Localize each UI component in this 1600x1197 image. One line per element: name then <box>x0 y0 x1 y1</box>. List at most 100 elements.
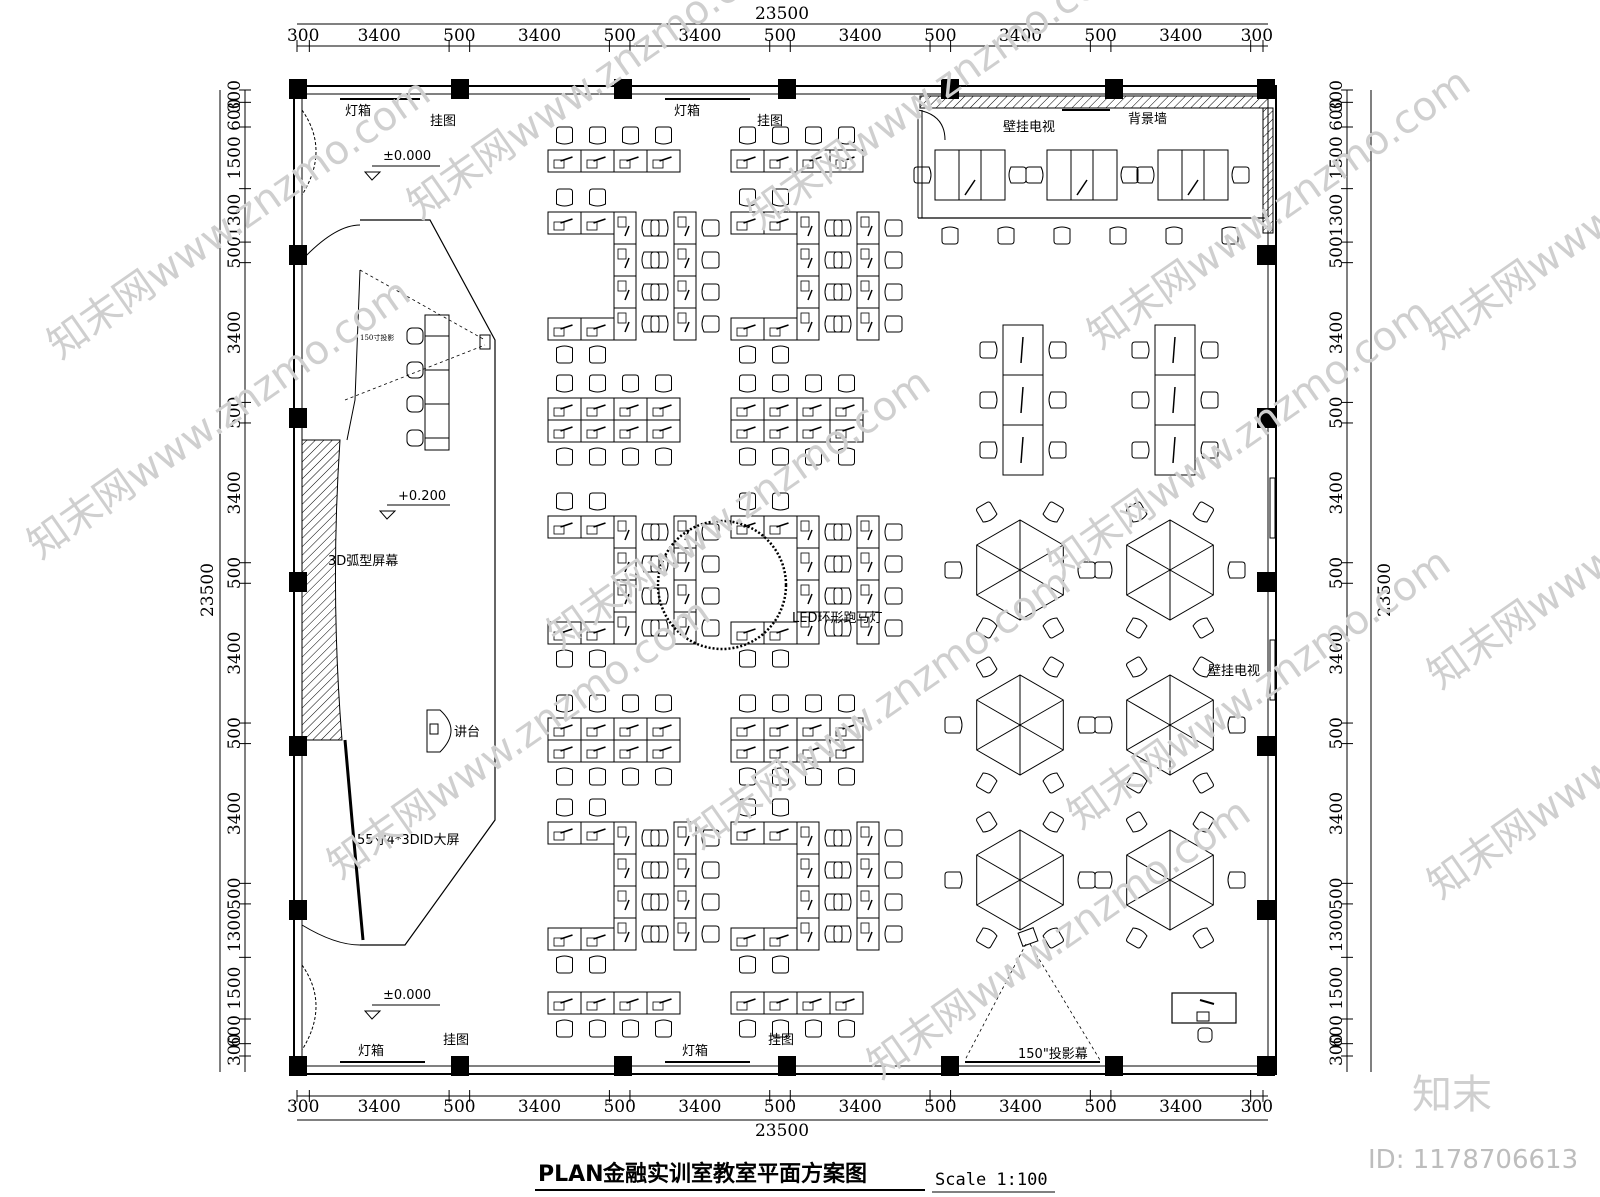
left-dim-0: 300 <box>225 80 245 112</box>
right-dim-2: 1500 <box>1327 136 1347 179</box>
curved-screen-label: 3D弧型屏幕 <box>328 554 398 569</box>
right-dim-4: 500 <box>1327 236 1347 268</box>
left-dim-4: 500 <box>225 236 245 268</box>
bottom-dim-8: 500 <box>924 1097 956 1117</box>
top-dim-9: 3400 <box>999 26 1042 46</box>
bottom-dim-0: 300 <box>287 1097 319 1117</box>
meeting-tables <box>944 324 1246 949</box>
left-dim-15: 600 <box>225 1015 245 1047</box>
svg-text:+0.200: +0.200 <box>398 489 446 504</box>
top-dim-12: 300 <box>1241 26 1273 46</box>
right-dim-10: 500 <box>1327 717 1347 749</box>
left-dim-12: 500 <box>225 877 245 909</box>
top-dim-6: 500 <box>764 26 796 46</box>
backdrop-wall-label: 背景墙 <box>1128 112 1167 127</box>
bottom-dim-5: 3400 <box>678 1097 721 1117</box>
bottom-dim-11: 3400 <box>1159 1097 1202 1117</box>
right-dim-13: 1300 <box>1327 909 1347 952</box>
right-dim-11: 3400 <box>1327 792 1347 835</box>
level-marker-bottom: ±0.000 <box>363 988 440 1020</box>
right-dim-3: 1300 <box>1327 194 1347 237</box>
student-desk-clusters <box>547 126 903 1038</box>
top-dim-7: 3400 <box>839 26 882 46</box>
top-total-dimension: 23500 <box>755 4 809 24</box>
hang-pic-label-2: 挂图 <box>757 114 783 129</box>
top-dim-10: 500 <box>1084 26 1116 46</box>
left-dim-7: 3400 <box>225 471 245 514</box>
projection-screen-label: 150"投影幕 <box>1018 1046 1088 1062</box>
hang-pic-label-4: 挂图 <box>768 1033 794 1048</box>
level-marker-stage: +0.200 <box>378 489 450 520</box>
bottom-dim-10: 500 <box>1084 1097 1116 1117</box>
right-dim-6: 500 <box>1327 396 1347 428</box>
bottom-dim-2: 500 <box>443 1097 475 1117</box>
projector-icon <box>479 334 491 350</box>
led-ring-light <box>656 519 788 651</box>
stage-desk <box>424 314 450 451</box>
top-dim-5: 3400 <box>678 26 721 46</box>
projection-wall <box>346 269 361 441</box>
top-dim-3: 3400 <box>518 26 561 46</box>
watermark-text: 知末网www.znzmo.com <box>1419 399 1600 698</box>
left-dim-6: 500 <box>225 396 245 428</box>
projection-150-label: 150寸投影 <box>360 333 394 342</box>
podium-label: 讲台 <box>454 725 480 740</box>
right-dim-5: 3400 <box>1327 311 1347 354</box>
left-dim-10: 500 <box>225 717 245 749</box>
stage-chairs <box>406 327 449 447</box>
right-dim-16: 300 <box>1327 1034 1347 1066</box>
left-dim-11: 3400 <box>225 792 245 835</box>
left-total-dimension: 23500 <box>198 563 218 617</box>
tv-backdrop-wall <box>919 95 1269 109</box>
top-dim-1: 3400 <box>358 26 401 46</box>
bottom-dim-4: 500 <box>603 1097 635 1117</box>
right-dim-15: 600 <box>1327 1015 1347 1047</box>
left-dimension-column: 3006001500130050034005003400500340050034… <box>225 80 251 1066</box>
bottom-dim-6: 500 <box>764 1097 796 1117</box>
left-dim-5: 3400 <box>225 311 245 354</box>
big-screen-label: 55寸4*3DID大屏 <box>357 833 459 848</box>
light-box-label-4: 灯箱 <box>682 1043 708 1059</box>
wall-tv-label-top: 壁挂电视 <box>1003 120 1055 135</box>
right-dim-12: 500 <box>1327 877 1347 909</box>
plan-prefix: PLAN <box>538 1162 604 1187</box>
right-dim-14: 1500 <box>1327 967 1347 1010</box>
light-box-label-2: 灯箱 <box>674 103 700 119</box>
left-dim-3: 1300 <box>225 194 245 237</box>
watermark-text: 知末网www.znzmo.com <box>859 789 1258 1088</box>
top-dim-0: 300 <box>287 26 319 46</box>
hang-pic-label-1: 挂图 <box>430 114 456 129</box>
podium <box>426 709 452 753</box>
right-dim-9: 3400 <box>1327 632 1347 675</box>
level-marker-top: ±0.000 <box>363 149 440 181</box>
left-dim-9: 3400 <box>225 632 245 675</box>
left-dim-1: 600 <box>225 98 245 130</box>
light-box-label-3: 灯箱 <box>358 1043 384 1059</box>
left-dim-8: 500 <box>225 557 245 589</box>
right-dim-7: 3400 <box>1327 471 1347 514</box>
stage-door-bottom <box>301 924 361 946</box>
led-light-label: LED环形跑马灯 <box>792 611 882 626</box>
top-dim-11: 3400 <box>1159 26 1202 46</box>
stage-outline <box>360 219 496 946</box>
bottom-dim-3: 3400 <box>518 1097 561 1117</box>
bottom-dim-12: 300 <box>1241 1097 1273 1117</box>
watermark-logo: 知末 <box>1412 1072 1492 1118</box>
stage-door-top <box>301 224 361 261</box>
left-dim-16: 300 <box>225 1034 245 1066</box>
left-dim-14: 1500 <box>225 967 245 1010</box>
watermark-id: ID: 1178706613 <box>1368 1145 1578 1175</box>
light-box-label-1: 灯箱 <box>345 103 371 119</box>
right-total-dimension: 23500 <box>1375 563 1395 617</box>
left-dim-13: 1300 <box>225 909 245 952</box>
structural-columns <box>289 79 1275 1076</box>
top-dim-4: 500 <box>603 26 635 46</box>
wall-tv-label-right: 壁挂电视 <box>1208 664 1260 679</box>
right-dimension-column: 3006001500130050034005003400500340050034… <box>1327 80 1353 1066</box>
left-bottom-door <box>301 964 317 1051</box>
bottom-dim-1: 3400 <box>358 1097 401 1117</box>
top-dim-2: 500 <box>443 26 475 46</box>
